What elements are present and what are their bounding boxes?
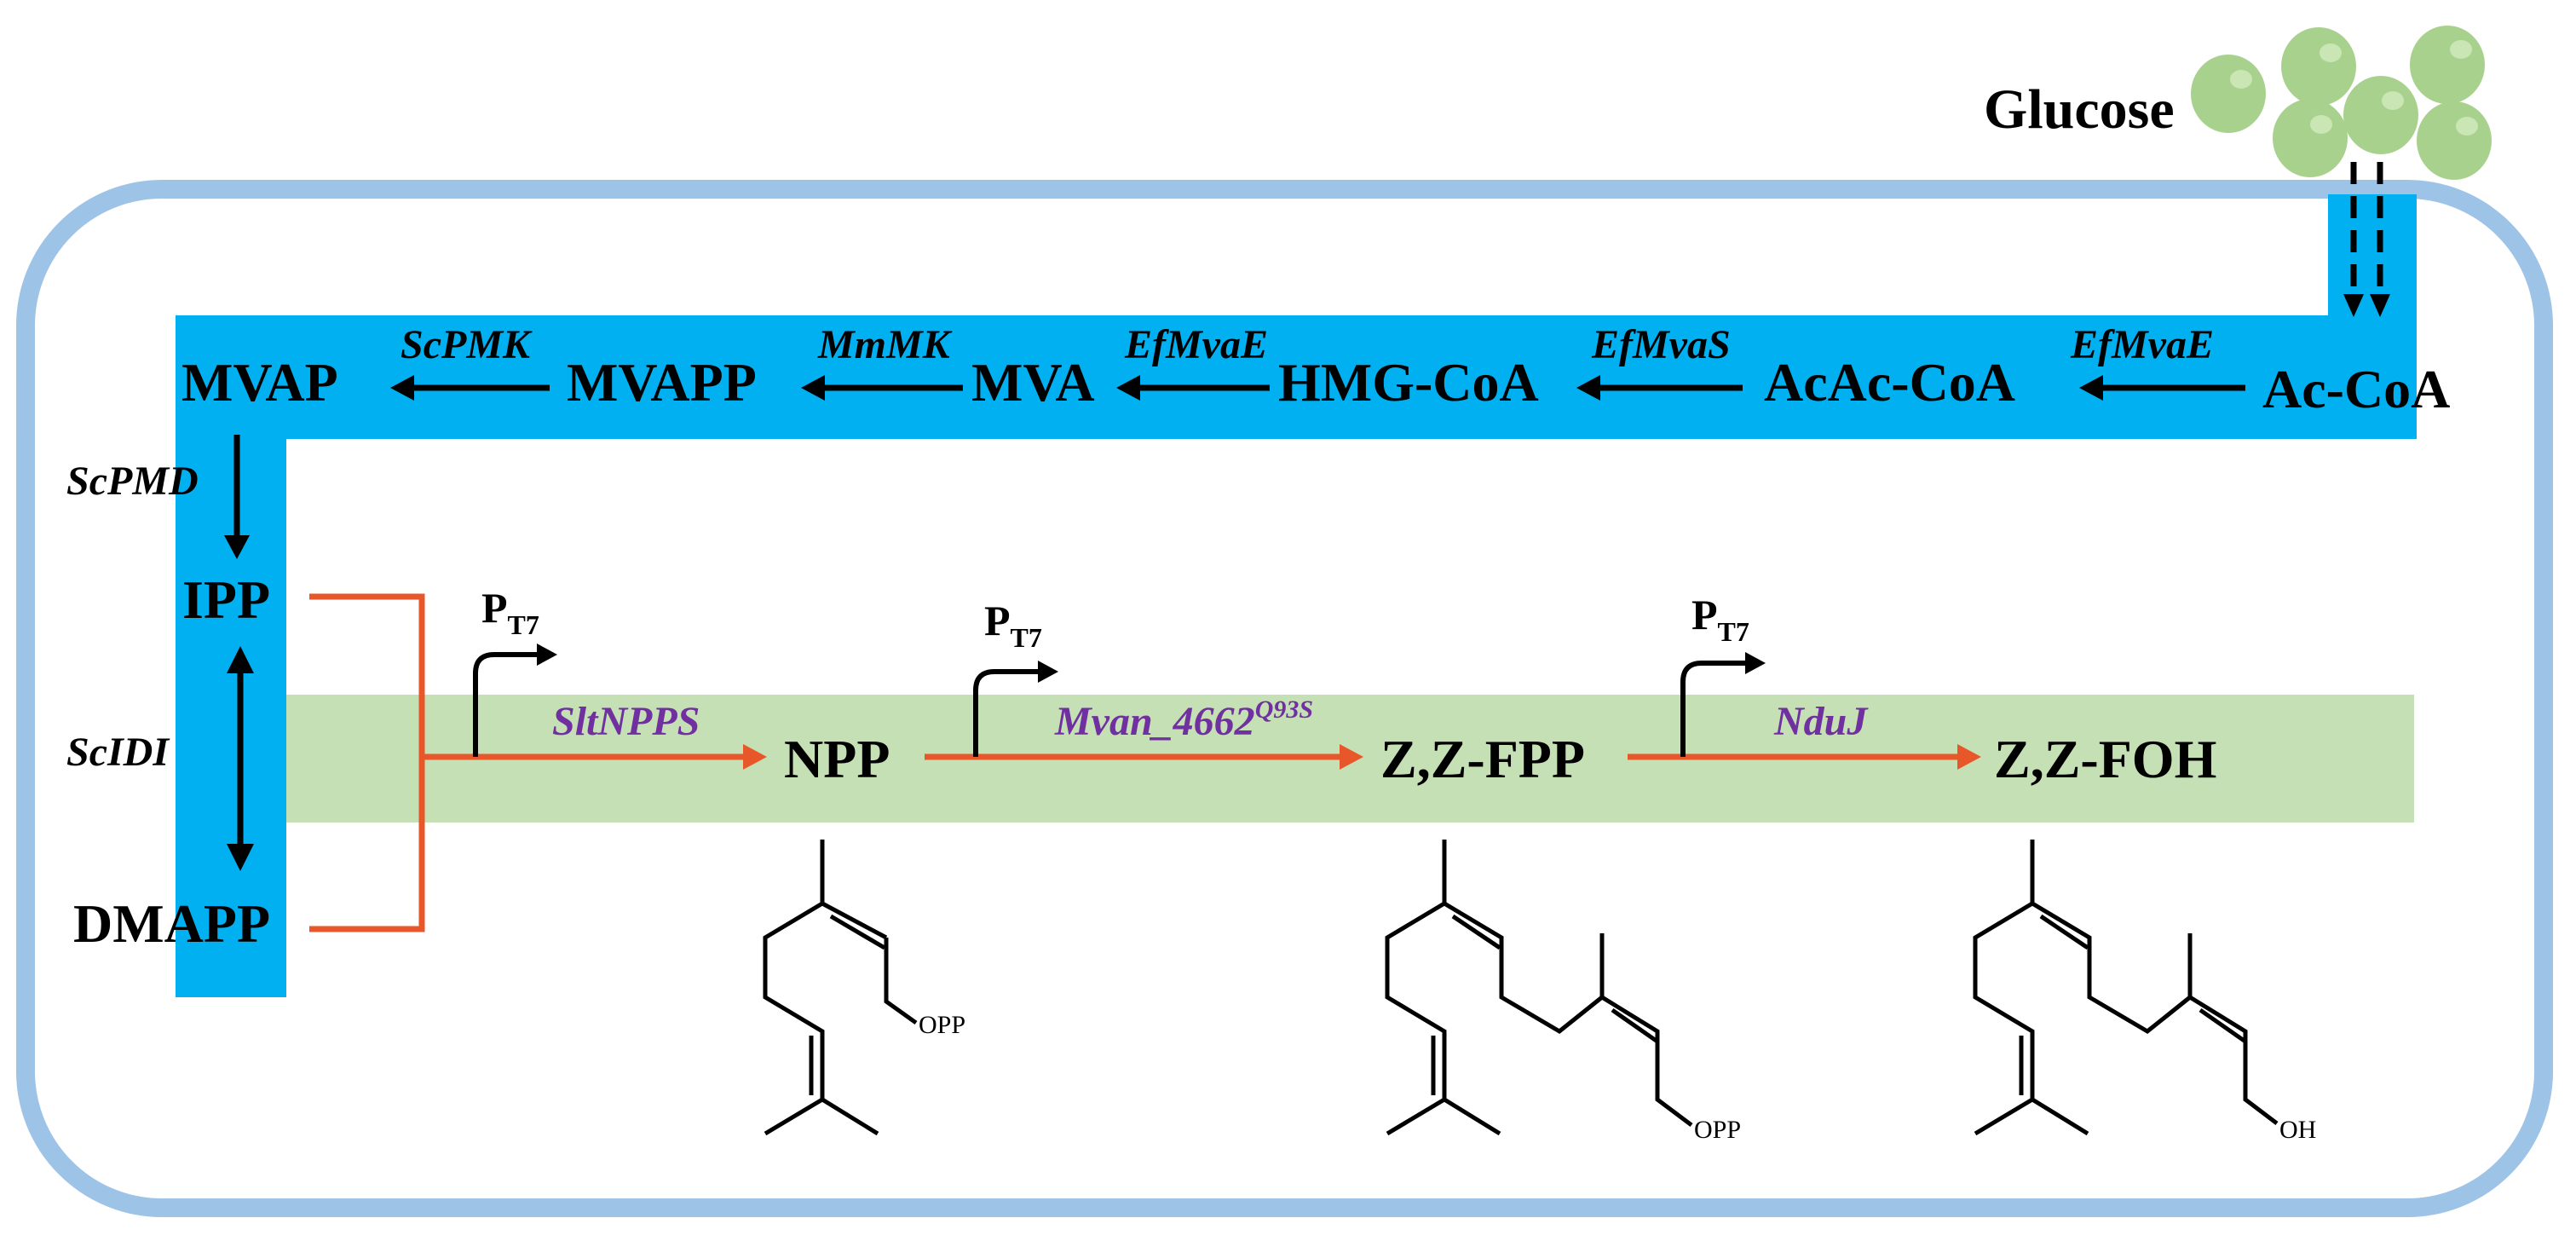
npp-structure [763, 840, 918, 1136]
t7-promoter-1: PT7 [473, 584, 557, 757]
uptake-arrowhead [2370, 294, 2390, 317]
mva-pathway-lane [176, 194, 2417, 997]
zz-fpp-label: Z,Z-FPP [1380, 729, 1585, 789]
glucose-cell-icon [2343, 76, 2418, 154]
promoter-sub: T7 [508, 609, 539, 640]
glucose-cell-icon [2273, 99, 2348, 177]
arrowhead [801, 375, 825, 401]
enzyme-mvan-base: Mvan_4662 [1054, 699, 1255, 744]
zz-foh-structure [1973, 840, 2279, 1136]
enzyme-efmvae-2: EfMvaE [1124, 322, 1268, 367]
arrowhead [743, 744, 767, 770]
glucose-uptake-arrows [2350, 162, 2383, 294]
zz-fpp-structure [1385, 840, 1693, 1136]
zz-fpp-opp-label: OPP [1694, 1116, 1741, 1144]
enzyme-mmmk: MmMK [817, 322, 953, 367]
promoter-sub: T7 [1011, 622, 1042, 653]
mvapp-label: MVAPP [567, 352, 757, 413]
enzyme-nduj: NduJ [1773, 699, 1869, 744]
promoter-p: P [984, 597, 1011, 644]
cell-membrane [16, 180, 2553, 1217]
ac-coa-label: Ac-CoA [2262, 359, 2450, 419]
glucose-cell-icon [2281, 27, 2356, 106]
ipp-label: IPP [182, 569, 270, 630]
arrowhead [227, 844, 254, 871]
enzyme-scpmk: ScPMK [401, 322, 533, 367]
npp-label: NPP [784, 729, 890, 789]
arrowhead [227, 646, 254, 673]
npp-opp-label: OPP [919, 1011, 965, 1039]
arrowhead [1957, 744, 1981, 770]
enzyme-efmvas: EfMvaS [1591, 322, 1731, 367]
enzyme-efmvae-1: EfMvaE [2070, 322, 2214, 367]
enzyme-scidi: ScIDI [66, 730, 170, 775]
mva-label: MVA [971, 352, 1095, 413]
enzyme-mvan-sup: Q93S [1255, 696, 1313, 724]
svg-text:PT7: PT7 [1691, 591, 1749, 647]
svg-text:PT7: PT7 [481, 584, 539, 640]
dmapp-label: DMAPP [73, 893, 270, 954]
glucose-cell-icon [2417, 101, 2492, 180]
arrowhead [1340, 744, 1363, 770]
acac-coa-label: AcAc-CoA [1764, 352, 2015, 413]
enzyme-sltnpps: SltNPPS [552, 699, 700, 744]
uptake-arrowhead [2343, 294, 2364, 317]
promoter-p: P [481, 584, 508, 632]
arrowhead [1576, 375, 1600, 401]
promoter-p: P [1691, 591, 1718, 638]
glucose-cell-icon [2191, 55, 2266, 133]
hmg-coa-label: HMG-CoA [1278, 352, 1539, 413]
t7-promoter-2: PT7 [973, 597, 1058, 757]
precursor-bracket [309, 593, 1960, 932]
arrowhead [2079, 375, 2103, 401]
enzyme-mvan-4662: Mvan_4662Q93S [1054, 696, 1313, 744]
glucose-cell-icon [2410, 26, 2485, 104]
promoter-sub: T7 [1718, 616, 1749, 647]
enzyme-scpmd: ScPMD [66, 459, 199, 504]
t7-promoter-3: PT7 [1680, 591, 1766, 757]
arrowhead [224, 535, 250, 559]
svg-text:PT7: PT7 [984, 597, 1042, 653]
arrowhead [1116, 375, 1140, 401]
zz-foh-label: Z,Z-FOH [1994, 729, 2216, 789]
glucose-label: Glucose [1984, 78, 2175, 141]
zz-foh-oh-label: OH [2279, 1116, 2316, 1144]
arrowhead [390, 375, 414, 401]
glucose-cluster [2191, 26, 2492, 180]
mvap-label: MVAP [182, 352, 338, 413]
